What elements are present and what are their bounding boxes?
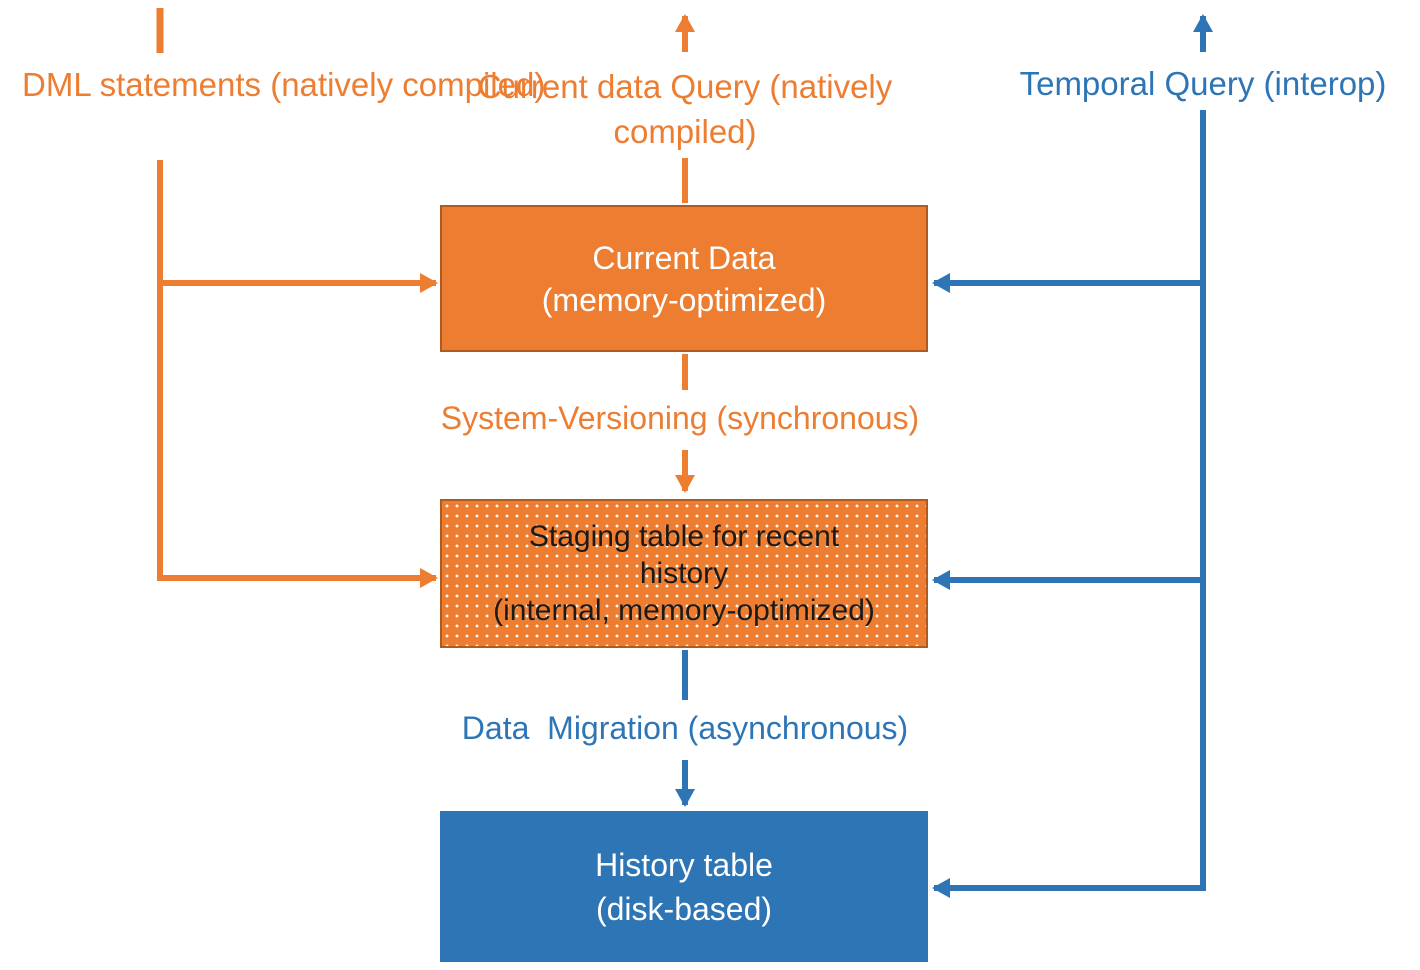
staging-table-box-line2: history (639, 557, 729, 590)
dml-statements-label: DML statements (natively compiled) (22, 62, 545, 107)
current-data-query-label: Current data Query (natively compiled) (460, 64, 910, 154)
current-data-query-label-line1: Current data Query (477, 68, 761, 105)
history-table-box-title: History table (595, 846, 773, 883)
dml-statements-label-line2: (natively compiled) (270, 66, 546, 103)
dml-to-staging-arrow (157, 160, 438, 588)
system-versioning-label: System-Versioning (synchronous) (440, 400, 920, 436)
dml-statements-label-line1: DML statements (22, 66, 262, 103)
staging-table-box: Staging table for recent history (intern… (440, 499, 928, 648)
current-data-box-title: Current Data (592, 239, 776, 276)
temporal-to-history-arrow (932, 110, 1206, 898)
current-data-box: Current Data (memory-optimized) (440, 205, 928, 352)
temporal-query-label: Temporal Query (interop) (1019, 65, 1387, 102)
data-migration-label: Data Migration (asynchronous) (461, 710, 909, 746)
staging-table-box-line3: (internal, memory-optimized) (493, 594, 875, 627)
current-data-query-label-line2: (natively compiled) (613, 68, 893, 150)
current-data-box-subtitle: (memory-optimized) (541, 281, 827, 318)
history-table-box: History table (disk-based) (440, 811, 928, 962)
staging-table-box-line1: Staging table for recent (528, 520, 840, 553)
history-table-box-subtitle: (disk-based) (595, 890, 773, 927)
